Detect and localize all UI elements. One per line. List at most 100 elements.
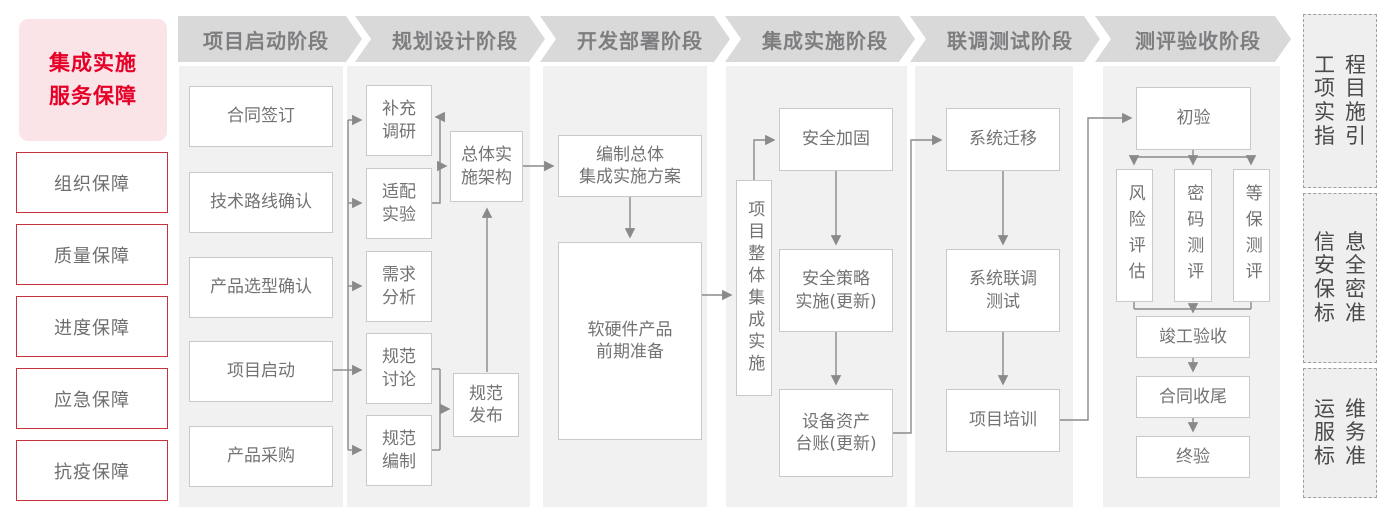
node-spec-compilation: 规范编制 xyxy=(366,415,432,486)
phase-header-label: 开发部署阶段 xyxy=(577,28,703,53)
phase-header-project-startup: 项目启动阶段 xyxy=(178,16,362,62)
sidebar-item-label: 进度保障 xyxy=(54,317,130,339)
node-supplementary-research: 补充调研 xyxy=(366,85,432,156)
node-label: 软硬件产品 xyxy=(587,319,673,340)
standards-row: 安全 xyxy=(1314,253,1376,278)
node-label: 发布 xyxy=(469,406,503,426)
node-label: 编制 xyxy=(382,451,416,472)
phase-header-label: 联调测试阶段 xyxy=(947,28,1073,53)
standards-row: 标准 xyxy=(1314,300,1376,325)
node-compile-overall-plan: 编制总体集成实施方案 xyxy=(558,135,702,197)
node-label: 初验 xyxy=(1176,108,1211,129)
node-label: 讨论 xyxy=(382,369,416,390)
sidebar-title: 集成实施 服务保障 xyxy=(19,19,167,141)
standards-row: 标准 xyxy=(1314,443,1376,468)
phase-header-integration-implementation: 集成实施阶段 xyxy=(725,16,915,62)
phase-header-label: 集成实施阶段 xyxy=(762,28,888,53)
node-label: 需求 xyxy=(382,265,416,286)
node-label: 设备资产 xyxy=(802,411,870,432)
sidebar-item-organization-assurance: 组织保障 xyxy=(16,152,168,213)
node-label: 总体实 xyxy=(461,145,512,166)
standards-row: 运维 xyxy=(1314,396,1376,421)
sidebar-item-label: 质量保障 xyxy=(54,245,130,267)
node-system-joint-testing: 系统联调测试 xyxy=(946,249,1060,332)
node-adaptation-experiment: 适配实验 xyxy=(366,168,432,239)
node-label: 规范 xyxy=(382,347,416,368)
sidebar-item-label: 应急保障 xyxy=(54,389,130,411)
node-label: 调研 xyxy=(382,121,416,142)
node-contract-signing: 合同签订 xyxy=(189,86,333,147)
node-label: 密码测评 xyxy=(1183,183,1204,288)
node-label: 竣工验收 xyxy=(1159,326,1227,347)
node-label: 技术路线确认 xyxy=(210,192,312,213)
node-label: 等保测评 xyxy=(1241,183,1262,288)
standards-box-ops-service: 运维 服务 标准 xyxy=(1303,368,1377,498)
node-spec-discussion: 规范讨论 xyxy=(366,333,432,404)
standards-row: 保密 xyxy=(1314,277,1376,301)
standards-row: 指引 xyxy=(1314,123,1376,148)
node-tech-route-confirm: 技术路线确认 xyxy=(189,172,333,233)
node-requirement-analysis: 需求分析 xyxy=(366,251,432,322)
node-label: 分析 xyxy=(382,287,416,308)
node-overall-implementation-architecture: 总体实施架构 xyxy=(450,131,523,202)
node-label: 项目启动 xyxy=(227,361,295,382)
node-label: 风险评估 xyxy=(1124,183,1145,288)
sidebar-item-quality-assurance: 质量保障 xyxy=(16,224,168,285)
standards-row: 服务 xyxy=(1314,420,1376,445)
node-label: 系统联调 xyxy=(969,269,1037,290)
node-label: 项目整体集成实施 xyxy=(744,200,765,376)
node-product-selection-confirm: 产品选型确认 xyxy=(189,257,333,318)
node-product-procurement: 产品采购 xyxy=(189,426,333,487)
node-label: 适配 xyxy=(382,182,416,203)
node-security-hardening: 安全加固 xyxy=(779,108,893,171)
node-initial-acceptance: 初验 xyxy=(1136,87,1251,150)
phase-header-label: 测评验收阶段 xyxy=(1135,28,1261,53)
node-project-kickoff: 项目启动 xyxy=(189,341,333,402)
node-classified-protection-testing: 等保测评 xyxy=(1233,169,1270,302)
node-label: 台账(更新) xyxy=(795,434,877,454)
sidebar-item-emergency-assurance: 应急保障 xyxy=(16,368,168,429)
node-label: 施架构 xyxy=(461,167,512,188)
phase-header-label: 规划设计阶段 xyxy=(392,28,518,53)
node-label: 集成实施方案 xyxy=(579,167,681,187)
sidebar-item-label: 组织保障 xyxy=(54,173,130,195)
sidebar-title-line1: 集成实施 xyxy=(49,51,137,76)
node-label: 合同收尾 xyxy=(1159,386,1227,407)
node-completion-acceptance: 竣工验收 xyxy=(1136,316,1250,358)
node-label: 项目培训 xyxy=(969,410,1037,431)
node-crypto-testing: 密码测评 xyxy=(1174,169,1212,302)
node-label: 规范 xyxy=(469,383,503,404)
standards-row: 项目 xyxy=(1314,76,1376,101)
node-label: 编制总体 xyxy=(596,144,664,165)
node-label: 实验 xyxy=(382,204,416,225)
phase-header-label: 项目启动阶段 xyxy=(203,28,329,53)
phase-header-development-deployment: 开发部署阶段 xyxy=(540,16,730,62)
sidebar-item-epidemic-assurance: 抗疫保障 xyxy=(16,440,168,501)
node-overall-integration-implementation: 项目整体集成实施 xyxy=(736,180,772,396)
sidebar-title-line2: 服务保障 xyxy=(49,84,137,108)
node-contract-closure: 合同收尾 xyxy=(1136,376,1250,418)
node-label: 前期准备 xyxy=(596,342,664,362)
node-security-policy-implementation: 安全策略实施(更新) xyxy=(779,249,893,332)
node-label: 安全策略 xyxy=(802,269,870,290)
standards-box-infosec-confidentiality: 信息 安全 保密 标准 xyxy=(1303,193,1377,363)
standards-row: 工程 xyxy=(1314,52,1376,77)
node-label: 产品采购 xyxy=(227,446,295,467)
node-system-migration: 系统迁移 xyxy=(946,108,1060,171)
node-label: 实施(更新) xyxy=(795,291,877,312)
sidebar-item-label: 抗疫保障 xyxy=(54,461,130,483)
standards-row: 实施 xyxy=(1314,100,1376,124)
node-risk-assessment: 风险评估 xyxy=(1116,169,1153,302)
node-label: 测试 xyxy=(986,291,1020,312)
standards-row: 信息 xyxy=(1314,229,1376,254)
node-label: 安全加固 xyxy=(802,129,870,150)
phase-header-planning-design: 规划设计阶段 xyxy=(355,16,545,62)
node-project-training: 项目培训 xyxy=(946,389,1060,452)
phase-header-joint-testing: 联调测试阶段 xyxy=(910,16,1100,62)
node-label: 合同签订 xyxy=(227,106,295,127)
node-label: 终验 xyxy=(1176,446,1210,467)
phase-header-evaluation-acceptance: 测评验收阶段 xyxy=(1095,16,1291,62)
node-label: 产品选型确认 xyxy=(210,277,312,298)
standards-box-project-implementation-guide: 工程 项目 实施 指引 xyxy=(1303,14,1377,188)
